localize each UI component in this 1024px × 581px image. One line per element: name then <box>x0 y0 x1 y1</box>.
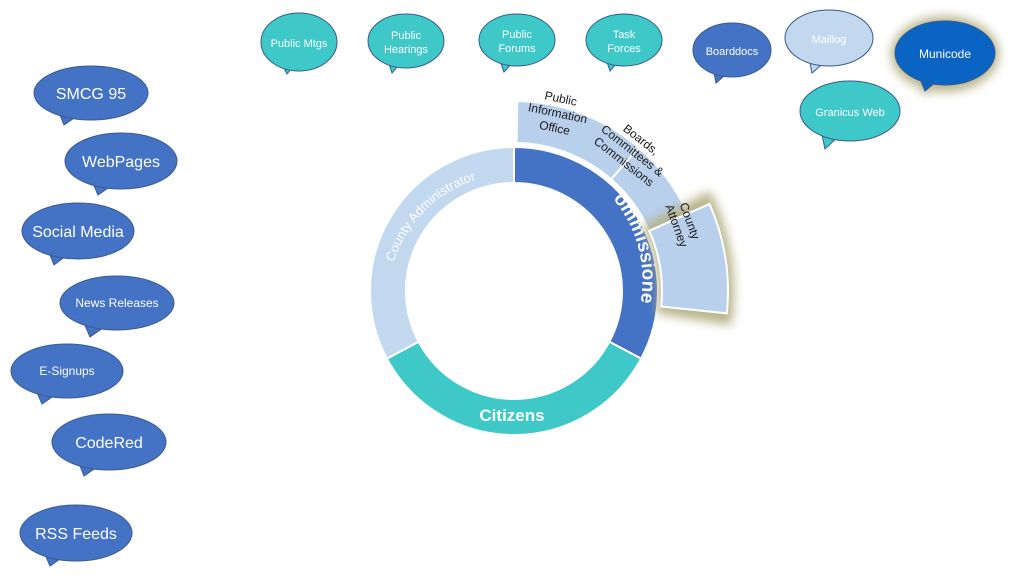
codered-label: CodeRed <box>75 435 143 452</box>
label-line: Granicus Web <box>815 107 885 119</box>
label-line: Hearings <box>384 44 429 56</box>
boarddocs-bubble-body <box>692 22 772 78</box>
e-signups-label: E-Signups <box>39 364 94 378</box>
social-media-bubble-body <box>21 202 135 260</box>
county-administrator-segment[interactable] <box>369 145 515 360</box>
citizens-segment[interactable] <box>385 340 643 436</box>
label-line: Public Mtgs <box>271 38 328 50</box>
label-line: Maillog <box>812 34 847 46</box>
social-media-label: Social Media <box>32 224 124 241</box>
citizens-label: Citizens <box>479 406 544 425</box>
granicus-web-bubble-body <box>799 80 901 142</box>
public-forums-bubble-body <box>478 13 556 67</box>
task-forces-bubble-body <box>585 13 663 67</box>
label-line: Public <box>391 30 421 42</box>
rss-feeds-label: RSS Feeds <box>35 526 117 543</box>
left-bubbles-group: SMCG 95 WebPages Social Media News Relea… <box>10 65 178 567</box>
municode-bubble-body <box>894 20 996 86</box>
webpages-bubble[interactable]: WebPages <box>64 132 178 196</box>
label-line: Forces <box>607 43 641 55</box>
label-line: Forums <box>498 43 536 55</box>
public-mtgs-bubble-body <box>260 12 338 72</box>
municode-bubble[interactable]: Municode <box>891 16 999 96</box>
municode-label: Municode <box>919 47 971 61</box>
e-signups-bubble[interactable]: E-Signups <box>10 343 124 405</box>
label-line: Municode <box>919 47 971 61</box>
county-attorney-segment[interactable] <box>647 202 729 315</box>
boarddocs-bubble[interactable]: Boarddocs <box>692 22 772 84</box>
public-hearings-bubble-body <box>367 13 445 69</box>
news-releases-bubble[interactable]: News Releases <box>59 275 175 338</box>
webpages-label: WebPages <box>82 154 160 171</box>
public-mtgs-bubble[interactable]: Public Mtgs <box>260 12 338 75</box>
maillog-bubble[interactable]: Maillog <box>784 9 874 74</box>
smcg-95-bubble[interactable]: SMCG 95 <box>33 65 149 126</box>
granicus-web-bubble[interactable]: Granicus Web <box>799 80 901 150</box>
smcg-95-label: SMCG 95 <box>56 86 126 103</box>
maillog-bubble-body <box>784 9 874 67</box>
label-line: Public <box>502 29 532 41</box>
rss-feeds-bubble[interactable]: RSS Feeds <box>19 504 133 567</box>
social-media-bubble[interactable]: Social Media <box>21 202 135 266</box>
label-line: Task <box>613 29 636 41</box>
label-line: Office <box>538 118 572 138</box>
granicus-web-label: Granicus Web <box>815 107 885 119</box>
codered-bubble-body <box>51 413 167 471</box>
news-releases-label: News Releases <box>75 296 158 310</box>
codered-bubble[interactable]: CodeRed <box>51 413 167 477</box>
maillog-label: Maillog <box>812 34 847 46</box>
webpages-bubble-body <box>64 132 178 190</box>
e-signups-bubble-body <box>10 343 124 399</box>
news-releases-bubble-body <box>59 275 175 331</box>
public-information-office-label: PublicInformationOffice <box>524 85 592 141</box>
rss-feeds-bubble-body <box>19 504 133 562</box>
label-line: Public <box>543 88 578 108</box>
label-line: Boarddocs <box>706 46 759 58</box>
smcg-95-bubble-body <box>33 65 149 121</box>
boarddocs-label: Boarddocs <box>706 46 759 58</box>
public-mtgs-label: Public Mtgs <box>271 38 328 50</box>
